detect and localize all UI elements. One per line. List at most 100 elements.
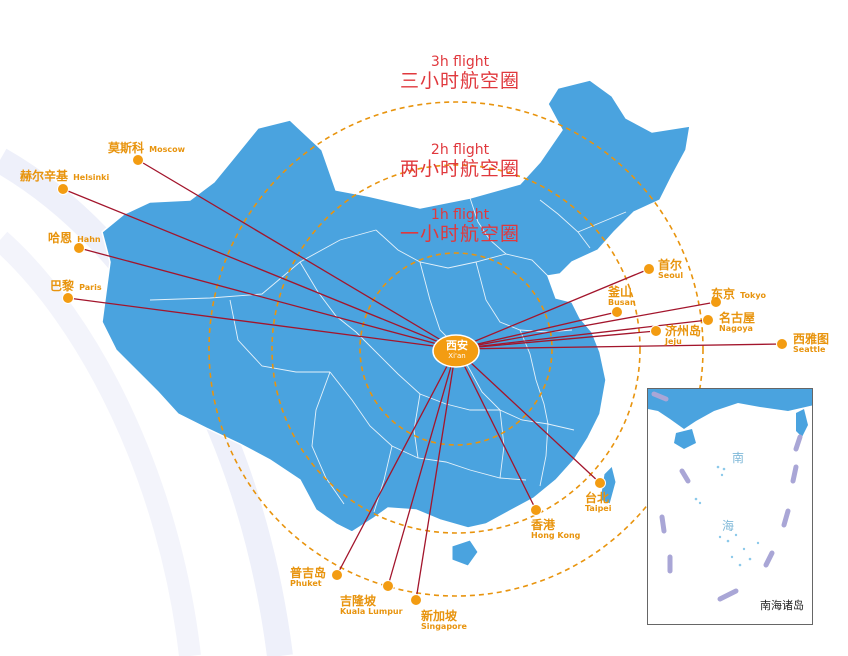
south-china-sea-inset: 南 海 南海诸岛 [647,388,813,625]
city-en: Singapore [421,622,467,631]
dot-seoul [643,263,655,275]
city-en: Paris [79,283,102,292]
city-zh: 釜山 [608,285,633,299]
inset-dashed-line [651,391,803,602]
ring-2h-zh: 两小时航空圈 [399,158,520,180]
city-en: Moscow [149,145,185,154]
route-moscow [137,159,457,350]
city-zh: 赫尔辛基 [20,169,69,183]
ring-label-2h: 2h flight 两小时航空圈 [300,142,620,180]
dot-busan [611,306,623,318]
route-jeju [455,330,657,350]
inset-map [648,389,812,602]
route-nagoya [455,319,709,350]
label-busan: 釜山 Busan [608,286,636,308]
route-tokyo [455,301,717,350]
city-en: Seoul [658,271,684,280]
route-hong-kong [455,348,537,511]
destination-dots [57,154,788,606]
inset-sea-char-1: 南 [732,451,745,465]
hub-marker [432,334,480,368]
ring-3h [208,101,704,597]
city-en: Taipei [585,504,612,513]
ring-label-1h: 1h flight 一小时航空圈 [300,207,620,245]
dot-hahn [73,242,85,254]
ring-label-3h: 3h flight 三小时航空圈 [300,54,620,92]
city-en: Helsinki [73,173,110,182]
hub-name-en: Xi'an [448,352,466,360]
inset-sea-char-2: 海 [722,519,735,533]
hub-name-zh: 西安 [446,339,468,352]
ring-2h [271,164,641,534]
dot-phuket [331,569,343,581]
route-helsinki [62,188,457,350]
taiwan-island [599,465,617,505]
city-en: Kuala Lumpur [340,607,403,616]
label-seoul: 首尔 Seoul [658,259,683,281]
route-seoul [455,268,650,350]
label-hahn: 哈恩 Hahn [48,227,101,246]
route-taipei [455,348,601,484]
city-en: Jeju [665,337,682,346]
label-kuala-lumpur: 吉隆坡 Kuala Lumpur [340,595,403,617]
route-busan [455,311,618,350]
label-moscow: 莫斯科 Moscow [108,137,185,156]
route-phuket [336,348,457,576]
city-en: Tokyo [740,291,767,300]
dot-singapore [410,594,422,606]
city-zh: 巴黎 [50,279,75,293]
city-en: Nagoya [719,324,753,333]
ring-1h [359,252,553,446]
ring-1h-en: 1h flight [430,207,490,223]
dot-tokyo [710,296,722,308]
inset-title: 南海诸岛 [760,599,804,612]
city-en: Hong Kong [531,531,581,540]
inset-coast [648,389,812,429]
label-helsinki: 赫尔辛基 Helsinki [20,165,109,184]
city-en: Busan [608,298,636,307]
city-zh: 东京 [711,287,736,301]
route-hahn [78,247,457,350]
city-zh: 莫斯科 [108,141,145,155]
ring-2h-en: 2h flight [430,142,490,158]
label-tokyo: 东京 Tokyo [711,283,766,302]
city-en: Seattle [793,345,826,354]
dot-nagoya [702,314,714,326]
city-zh: 西雅图 [793,332,830,346]
ring-3h-zh: 三小时航空圈 [399,70,520,92]
city-zh: 吉隆坡 [340,594,377,608]
china-landmass [101,79,691,533]
city-zh: 哈恩 [48,231,73,245]
label-hong-kong: 香港 Hong Kong [531,519,580,541]
dot-taipei [594,477,606,489]
flight-rings [208,101,704,597]
label-phuket: 普吉岛 Phuket [290,567,326,589]
hainan-island [451,539,479,567]
inset-islands [694,465,760,567]
dot-helsinki [57,183,69,195]
city-zh: 台北 [585,491,610,505]
dot-kuala-lumpur [382,580,394,592]
route-singapore [415,348,457,601]
ring-3h-en: 3h flight [430,54,490,70]
city-zh: 香港 [531,518,556,532]
label-taipei: 台北 Taipei [585,492,611,514]
dot-hong-kong [530,504,542,516]
label-seattle: 西雅图 Seattle [793,333,829,355]
city-zh: 济州岛 [665,324,702,338]
inset-hainan [674,429,696,449]
route-paris [67,297,457,350]
city-zh: 名古屋 [719,311,756,325]
city-zh: 普吉岛 [290,566,327,580]
hub-label: 西安 Xi'an [434,339,480,361]
route-seattle [455,343,783,350]
dot-moscow [132,154,144,166]
background-arc [0,231,201,656]
dot-paris [62,292,74,304]
ring-1h-zh: 一小时航空圈 [399,223,520,245]
dot-seattle [776,338,788,350]
city-en: Phuket [290,579,322,588]
label-nagoya: 名古屋 Nagoya [719,312,755,334]
route-kuala-lumpur [387,348,457,587]
